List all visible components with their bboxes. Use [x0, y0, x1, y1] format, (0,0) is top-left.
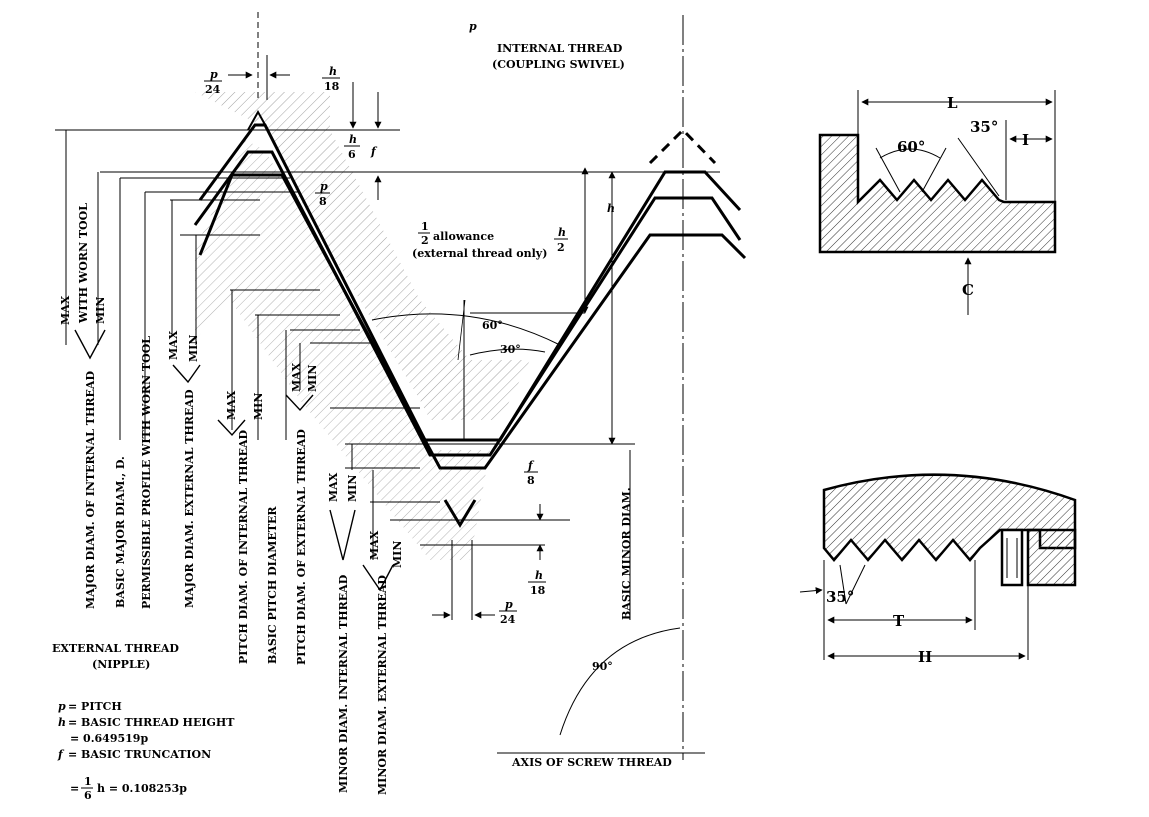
allowance-text: allowance	[433, 230, 494, 243]
vlabel-max-6: MAX	[368, 530, 381, 560]
frac-h6-den: 6	[348, 148, 356, 161]
profile-line-2	[193, 150, 742, 457]
frac-f8-den: 8	[527, 474, 535, 487]
detail-bottom-T: T	[893, 612, 905, 630]
crest-dashed	[648, 127, 717, 165]
legend-title: EXTERNAL THREAD	[52, 642, 179, 655]
arc-60	[371, 313, 561, 346]
vlabel-min-5: MIN	[346, 475, 359, 502]
vlabel-min-1: MIN	[94, 297, 107, 324]
detail-top-C: C	[962, 281, 974, 299]
vlabel-max-2: MAX	[167, 330, 180, 360]
allowance-den: 2	[421, 234, 429, 247]
legend-f-eq-rest: h = 0.108253p	[97, 782, 187, 795]
angle-60-label: 60°	[482, 319, 503, 332]
frac-p8-den: 8	[319, 195, 327, 208]
legend-h-def: = BASIC THREAD HEIGHT	[68, 716, 235, 729]
main-labels: p INTERNAL THREAD (COUPLING SWIVEL) p 24…	[204, 20, 672, 769]
frac-p24b-num: p	[505, 598, 513, 611]
vlabel-pitch-internal: PITCH DIAM. OF INTERNAL THREAD	[237, 429, 250, 664]
detail-top-body	[818, 133, 1057, 254]
legend-p-sym: p	[58, 700, 66, 713]
frac-p24b-den: 24	[500, 613, 516, 626]
legend-f-den: 6	[84, 789, 92, 802]
angle-90-label: 90°	[592, 660, 613, 673]
frac-p24-num: p	[210, 68, 218, 81]
internal-thread-subtitle: (COUPLING SWIVEL)	[492, 58, 625, 71]
legend-f-sym: f	[57, 748, 65, 761]
allowance-sub: (external thread only)	[412, 247, 547, 260]
internal-thread-hatch	[195, 92, 530, 420]
frac-h18b-den: 18	[530, 584, 546, 597]
vlabel-worn-tool: WITH WORN TOOL	[77, 203, 90, 324]
vlabel-basic-major: BASIC MAJOR DIAM., D.	[114, 456, 127, 608]
detail-bottom: T H 35°	[799, 473, 1077, 666]
vlabel-basic-minor: BASIC MINOR DIAM.	[620, 487, 633, 620]
legend: EXTERNAL THREAD (NIPPLE) p = PITCH h = B…	[52, 642, 235, 802]
detail-bottom-nut	[1026, 528, 1077, 587]
root-tip	[443, 499, 477, 528]
vlabel-max-1: MAX	[59, 295, 72, 325]
allowance-num: 1	[421, 220, 429, 233]
vlabel-minor-external: MINOR DIAM. EXTERNAL THREAD	[376, 575, 389, 795]
frac-h6-num: h	[349, 133, 357, 146]
axis-label: AXIS OF SCREW THREAD	[511, 756, 672, 769]
vlabel-major-external: MAJOR DIAM. EXTERNAL THREAD	[183, 389, 196, 608]
f-label: f	[370, 145, 378, 158]
frac-h18b-num: h	[535, 569, 543, 582]
legend-h-val: = 0.649519p	[70, 732, 148, 745]
profile-line-3	[198, 173, 747, 470]
main-profile	[55, 12, 747, 760]
vlabel-max-5: MAX	[327, 472, 340, 502]
legend-subtitle: (NIPPLE)	[92, 658, 150, 671]
vlabel-minor-internal: MINOR DIAM. INTERNAL THREAD	[337, 574, 350, 793]
detail-bottom-H: H	[918, 648, 932, 666]
internal-thread-title: INTERNAL THREAD	[497, 42, 623, 55]
pitch-top-label: p	[469, 20, 477, 33]
detail-top-angle-60: 60°	[897, 138, 925, 156]
external-thread-hatch	[195, 140, 490, 560]
vlabel-min-6: MIN	[391, 541, 404, 568]
frac-p24-den: 24	[205, 83, 221, 96]
legend-f-num: 1	[84, 775, 92, 788]
angle-30-label: 30°	[500, 343, 521, 356]
vlabel-basic-pitch: BASIC PITCH DIAMETER	[266, 506, 279, 664]
legend-h-sym: h	[58, 716, 66, 729]
vlabel-min-2: MIN	[187, 335, 200, 362]
legend-f-eq-prefix: =	[70, 782, 79, 795]
detail-top: L I 60° 35° C	[818, 90, 1057, 315]
detail-bottom-seal	[1000, 528, 1024, 587]
vlabel-max-3: MAX	[225, 390, 238, 420]
frac-f8-num: f	[527, 459, 535, 472]
arc-90	[559, 627, 681, 736]
frac-h2-den: 2	[557, 241, 565, 254]
frac-h2-num: h	[558, 226, 566, 239]
vertical-labels: MAJOR DIAM. OF INTERNAL THREAD MAX WITH …	[59, 203, 633, 795]
vlabel-major-internal: MAJOR DIAM. OF INTERNAL THREAD	[84, 371, 97, 609]
detail-bottom-body	[822, 473, 1077, 562]
detail-bottom-angle-35: 35°	[826, 588, 854, 606]
frac-p8-num: p	[320, 180, 328, 193]
vlabel-max-4: MAX	[290, 362, 303, 392]
detail-top-I: I	[1022, 131, 1029, 149]
vlabel-min-3: MIN	[252, 393, 265, 420]
h-label: h	[607, 202, 615, 215]
legend-f-def: = BASIC TRUNCATION	[68, 748, 211, 761]
legend-p-def: = PITCH	[68, 700, 122, 713]
vlabel-min-4: MIN	[306, 365, 319, 392]
detail-top-angle-35: 35°	[970, 118, 998, 136]
crest-top-left	[247, 109, 269, 131]
detail-top-L: L	[947, 94, 958, 112]
frac-h18-num: h	[329, 65, 337, 78]
vlabel-permissible: PERMISSIBLE PROFILE WITH WORN TOOL	[140, 336, 153, 609]
frac-h18-den: 18	[324, 80, 340, 93]
arc-30	[469, 348, 546, 356]
vlabel-pitch-external: PITCH DIAM. OF EXTERNAL THREAD	[295, 429, 308, 665]
